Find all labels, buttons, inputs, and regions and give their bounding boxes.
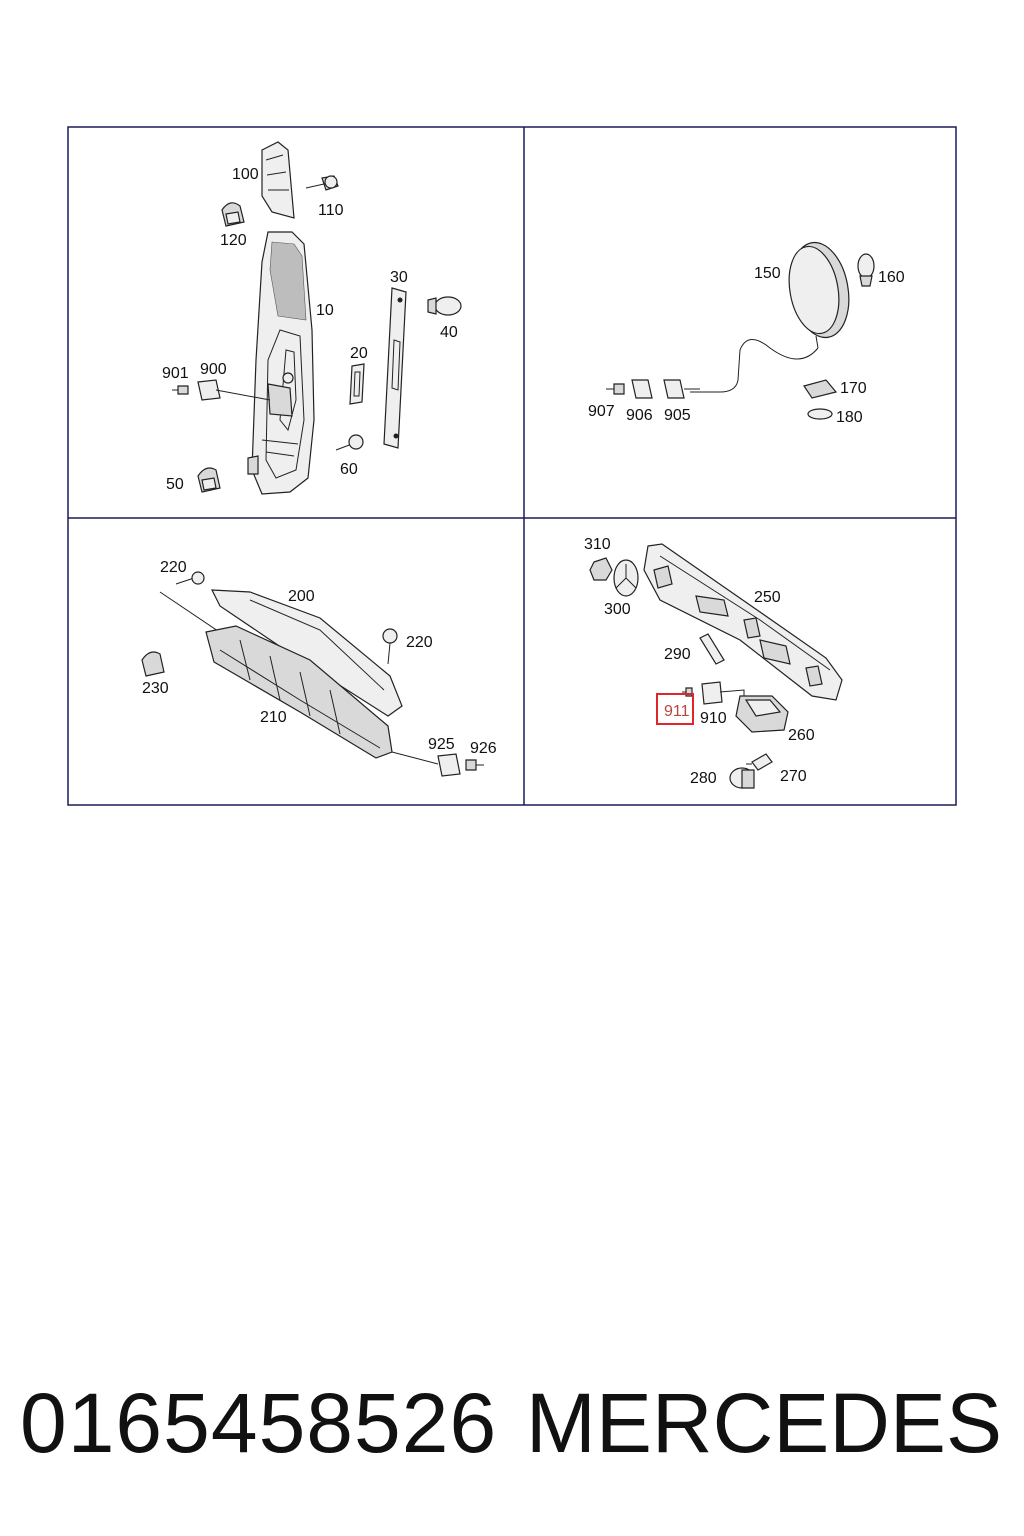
label-250: 250 bbox=[754, 589, 781, 606]
label-220-upper: 220 bbox=[160, 559, 187, 576]
part-230-clip bbox=[141, 651, 165, 677]
part-160-bulb bbox=[857, 253, 875, 287]
part-number: 0165458526 bbox=[20, 1376, 498, 1470]
label-30: 30 bbox=[390, 269, 408, 286]
part-10-lamp-housing bbox=[247, 231, 315, 495]
label-160: 160 bbox=[878, 269, 905, 286]
part-280-socket bbox=[729, 767, 755, 789]
label-200: 200 bbox=[288, 588, 315, 605]
label-300: 300 bbox=[604, 601, 631, 618]
label-926: 926 bbox=[470, 740, 497, 757]
part-260-lamp-housing bbox=[735, 695, 789, 733]
label-900: 900 bbox=[200, 361, 227, 378]
label-925: 925 bbox=[428, 736, 455, 753]
part-290-pin bbox=[699, 633, 725, 665]
part-270-bulb bbox=[746, 753, 773, 771]
label-50: 50 bbox=[166, 476, 184, 493]
part-40-bulb bbox=[427, 296, 462, 316]
part-180-washer bbox=[807, 408, 833, 420]
panel-bottom-left: 220 200 220 230 210 925 926 bbox=[141, 559, 497, 777]
label-150: 150 bbox=[754, 265, 781, 282]
part-120-clip bbox=[221, 202, 245, 227]
label-901: 901 bbox=[162, 365, 189, 382]
part-220-screw-right bbox=[382, 628, 398, 665]
part-906-connector bbox=[631, 379, 653, 399]
part-200-cover bbox=[211, 589, 403, 717]
part-300-emblem bbox=[613, 559, 639, 597]
part-100-cover bbox=[261, 141, 295, 219]
label-170: 170 bbox=[840, 380, 867, 397]
panel-top-right: 150 160 170 180 907 906 905 bbox=[588, 241, 905, 426]
label-906: 906 bbox=[626, 407, 653, 424]
part-910-connector bbox=[701, 681, 745, 705]
part-110-screw bbox=[305, 175, 339, 191]
part-310-nut bbox=[589, 557, 613, 581]
part-150-round-lamp bbox=[690, 241, 850, 393]
label-907: 907 bbox=[588, 403, 615, 420]
part-900-connector bbox=[172, 379, 271, 401]
label-110: 110 bbox=[318, 202, 344, 219]
label-910: 910 bbox=[700, 710, 727, 727]
label-20: 20 bbox=[350, 345, 368, 362]
part-250-handle-strip bbox=[643, 543, 843, 701]
panel-bottom-right: 310 300 250 290 911 910 260 280 270 bbox=[584, 536, 843, 789]
part-905-connector bbox=[663, 379, 700, 399]
part-907-terminal bbox=[606, 383, 625, 395]
label-100: 100 bbox=[232, 166, 259, 183]
part-170-nut bbox=[803, 379, 838, 399]
part-50-clip bbox=[197, 467, 221, 493]
part-60-screw bbox=[335, 434, 364, 451]
label-260: 260 bbox=[788, 727, 815, 744]
label-905: 905 bbox=[664, 407, 691, 424]
label-10: 10 bbox=[316, 302, 334, 319]
label-270: 270 bbox=[780, 768, 807, 785]
label-60: 60 bbox=[340, 461, 358, 478]
label-310: 310 bbox=[584, 536, 611, 553]
label-290: 290 bbox=[664, 646, 691, 663]
part-925-connector bbox=[391, 751, 461, 777]
label-911-highlighted: 911 bbox=[664, 703, 690, 720]
brand-name: MERCEDES bbox=[525, 1376, 1002, 1470]
part-30-strip bbox=[383, 287, 407, 449]
label-280: 280 bbox=[690, 770, 717, 787]
label-230: 230 bbox=[142, 680, 169, 697]
part-20-gasket bbox=[349, 363, 365, 405]
footer: 0165458526 MERCEDES bbox=[0, 1368, 1024, 1478]
label-210: 210 bbox=[260, 709, 287, 726]
parts-diagram: 100 110 120 10 30 40 20 901 900 60 50 bbox=[67, 126, 957, 806]
diagram-frame bbox=[67, 126, 957, 806]
label-220-right: 220 bbox=[406, 634, 433, 651]
panel-top-left: 100 110 120 10 30 40 20 901 900 60 50 bbox=[162, 141, 462, 495]
label-40: 40 bbox=[440, 324, 458, 341]
label-120: 120 bbox=[220, 232, 247, 249]
label-180: 180 bbox=[836, 409, 863, 426]
highlight-box-911 bbox=[656, 693, 694, 725]
part-926-terminal bbox=[465, 759, 484, 771]
